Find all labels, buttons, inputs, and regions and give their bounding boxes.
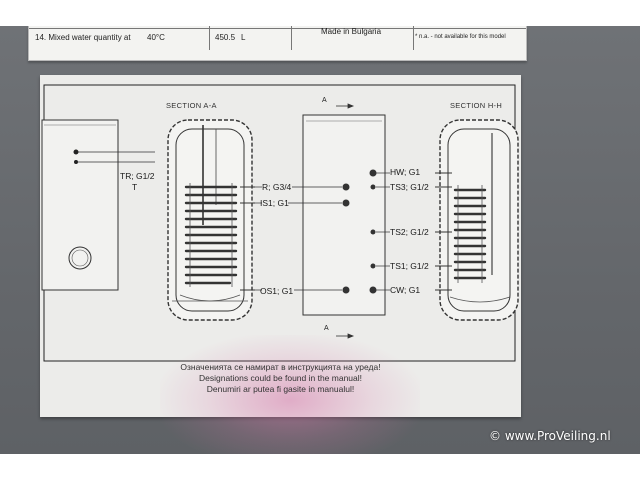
watermark: © www.ProVeiling.nl <box>489 429 611 443</box>
diagram-label: SECTION A-A SECTION H-H A A TR; G1/2 T R… <box>40 75 521 454</box>
connection-hw: HW; G1 <box>390 167 421 177</box>
rating-value: 450.5 <box>215 33 236 42</box>
marker-bottom: A <box>324 325 329 332</box>
front-view-middle <box>302 114 390 316</box>
connection-ts3: TS3; G1/2 <box>390 182 429 192</box>
diagram-drawing <box>41 84 519 362</box>
note-romanian: Denumiri ar putea fi gasite in manualul! <box>206 384 355 394</box>
photo: 14. Mixed water quantity at 40°C 450.5 L… <box>0 26 640 454</box>
connection-is1: IS1; G1 <box>260 198 289 208</box>
rating-origin: Made in Bulgaria <box>321 27 382 36</box>
section-aa-title: SECTION A-A <box>166 101 217 110</box>
rating-row <box>29 28 526 51</box>
rating-unit: L <box>241 33 246 42</box>
connection-os1: OS1; G1 <box>260 286 294 296</box>
rating-label: 14. Mixed water quantity at 40°C 450.5 L… <box>28 26 527 61</box>
coil-aa <box>184 185 238 285</box>
connection-ts2: TS2; G1/2 <box>390 227 429 237</box>
rating-footnote: * n.a. - not available for this model <box>415 34 506 40</box>
note-bulgarian: Означенията се намират в инструкцията на… <box>180 362 381 372</box>
marker-top: A <box>322 97 327 104</box>
rating-temperature: 40°C <box>147 33 165 42</box>
section-hh-tank <box>435 119 519 321</box>
front-view-left <box>41 119 155 291</box>
connection-ts1: TS1; G1/2 <box>390 261 429 271</box>
connection-cw: CW; G1 <box>390 285 421 295</box>
connection-tr: TR; G1/2 <box>120 171 155 181</box>
rating-item: 14. Mixed water quantity at <box>35 33 131 42</box>
note-english: Designations could be found in the manua… <box>198 373 363 383</box>
connection-r: R; G3/4 <box>262 182 292 192</box>
section-hh-title: SECTION H-H <box>450 101 503 110</box>
coil-hh <box>453 188 487 280</box>
bottom-margin <box>0 454 640 480</box>
connection-t: T <box>132 182 138 192</box>
